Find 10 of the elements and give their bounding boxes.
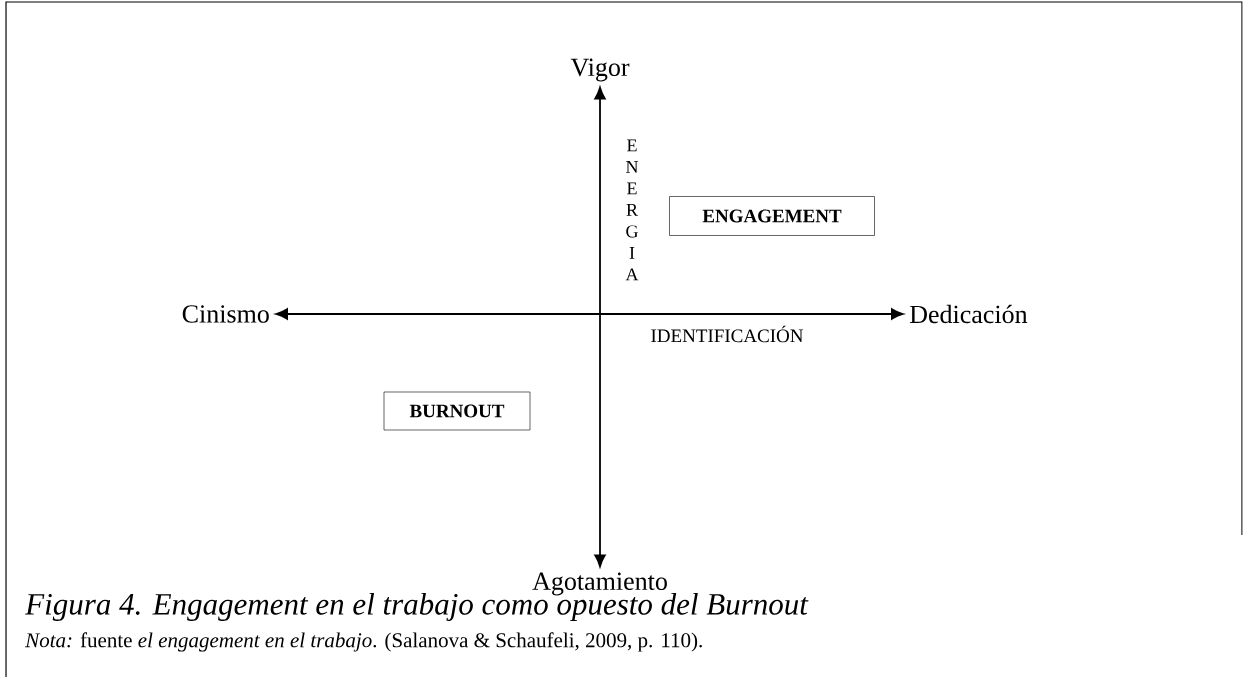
horizontal-axis-title: IDENTIFICACIÓN bbox=[651, 325, 804, 343]
source-note: Nota: fuente el engagement en el trabajo. (Salanova & Schaufeli, 2009, p. 110). bbox=[25, 632, 702, 652]
axis-label: Vigor bbox=[570, 58, 630, 82]
axis-arrow bbox=[594, 86, 606, 568]
vertical-axis-title: ENERGIA bbox=[625, 139, 639, 281]
axis-arrow bbox=[275, 308, 904, 320]
axis-label: Dedicación bbox=[909, 304, 1028, 324]
quadrant-box: ENGAGEMENT bbox=[669, 196, 875, 236]
axis-label: Cinismo bbox=[182, 305, 269, 323]
quadrant-box: BURNOUT bbox=[383, 391, 531, 431]
